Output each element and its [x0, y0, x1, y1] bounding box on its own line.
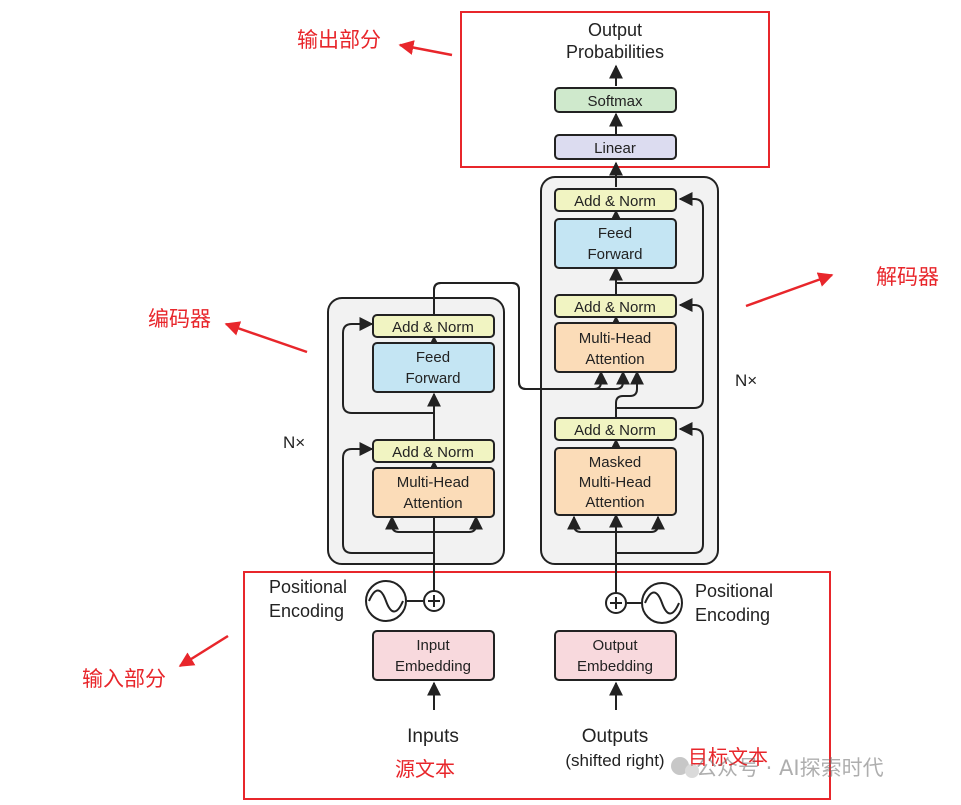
output-embedding-box [554, 630, 677, 681]
outputs-label-line1: Outputs [582, 726, 649, 747]
annotation-output-part: 输出部分 [297, 28, 381, 52]
linear-box [554, 134, 677, 160]
softmax-label: Softmax [587, 93, 643, 110]
encoder-ff-line1: Feed [416, 349, 450, 366]
decoder-add-norm-bottom-label: Add & Norm [574, 422, 656, 439]
decoder-mha-box [554, 322, 677, 373]
encoder-add-norm-top-label: Add & Norm [392, 319, 474, 336]
output-embed-line1: Output [592, 637, 638, 654]
arrow-to-decoder [745, 272, 834, 308]
decoder-sine-wave-icon [644, 591, 680, 615]
input-embed-line1: Input [416, 637, 450, 654]
decoder-mha-line2: Attention [585, 351, 644, 368]
encoder-add-norm-top [372, 314, 495, 338]
annotation-target-text: 目标文本 [688, 745, 768, 769]
decoder-nx-label: N× [735, 371, 757, 390]
decoder-ff-line1: Feed [598, 225, 632, 242]
encoder-feed-forward-box [372, 342, 495, 393]
output-embed-line2: Embedding [577, 658, 653, 675]
decoder-masked-line1: Masked [589, 454, 642, 471]
decoder-masked-mha-box [554, 447, 677, 516]
decoder-plus-icon [610, 597, 622, 609]
decoder-add-norm-bottom [554, 417, 677, 441]
annotation-source-text: 源文本 [395, 757, 455, 781]
annotation-encoder: 编码器 [148, 307, 211, 331]
pos-enc-right-line2: Encoding [695, 605, 770, 625]
watermark-text: 公众号 · AI探索时代 [696, 756, 884, 780]
pos-enc-left-line1: Positional [269, 577, 347, 597]
encoder-ff-line2: Forward [405, 370, 460, 387]
output-prob-line1: Output [588, 20, 642, 40]
decoder-masked-line2: Multi-Head [579, 474, 652, 491]
wechat-icon [671, 757, 689, 775]
input-embedding-box [372, 630, 495, 681]
decoder-add-norm-top [554, 188, 677, 212]
decoder-masked-line3: Attention [585, 494, 644, 511]
decoder-add-norm-mid [554, 294, 677, 318]
decoder-mha-line1: Multi-Head [579, 330, 652, 347]
pos-enc-left-line2: Encoding [269, 601, 344, 621]
encoder-add-norm-bottom [372, 439, 495, 463]
arrow-to-input-part [178, 634, 229, 668]
outputs-label-line2: (shifted right) [565, 751, 664, 770]
encoder-sine-wave-icon [368, 589, 404, 613]
encoder-mha-line1: Multi-Head [397, 474, 470, 491]
encoder-plus-icon [428, 595, 440, 607]
softmax-box [554, 87, 677, 113]
encoder-mha-line2: Attention [403, 495, 462, 512]
decoder-ff-line2: Forward [587, 246, 642, 263]
input-embed-line2: Embedding [395, 658, 471, 675]
inputs-label: Inputs [407, 726, 459, 747]
wechat-icon-small [685, 764, 699, 778]
input-part-frame [243, 571, 831, 800]
output-prob-line2: Probabilities [566, 42, 664, 62]
annotation-decoder: 解码器 [876, 265, 939, 289]
decoder-add-norm-mid-label: Add & Norm [574, 299, 656, 316]
encoder-mha-box [372, 467, 495, 518]
decoder-feed-forward-box [554, 218, 677, 269]
encoder-add-norm-bottom-label: Add & Norm [392, 444, 474, 461]
arrow-to-output-part [398, 40, 453, 57]
annotation-input-part: 输入部分 [82, 667, 166, 691]
watermark: 公众号 · AI探索时代 [671, 756, 884, 780]
decoder-add-norm-top-label: Add & Norm [574, 193, 656, 210]
pos-enc-right-line1: Positional [695, 581, 773, 601]
linear-label: Linear [594, 140, 636, 157]
encoder-nx-label: N× [283, 433, 305, 452]
arrow-to-encoder [224, 321, 308, 354]
